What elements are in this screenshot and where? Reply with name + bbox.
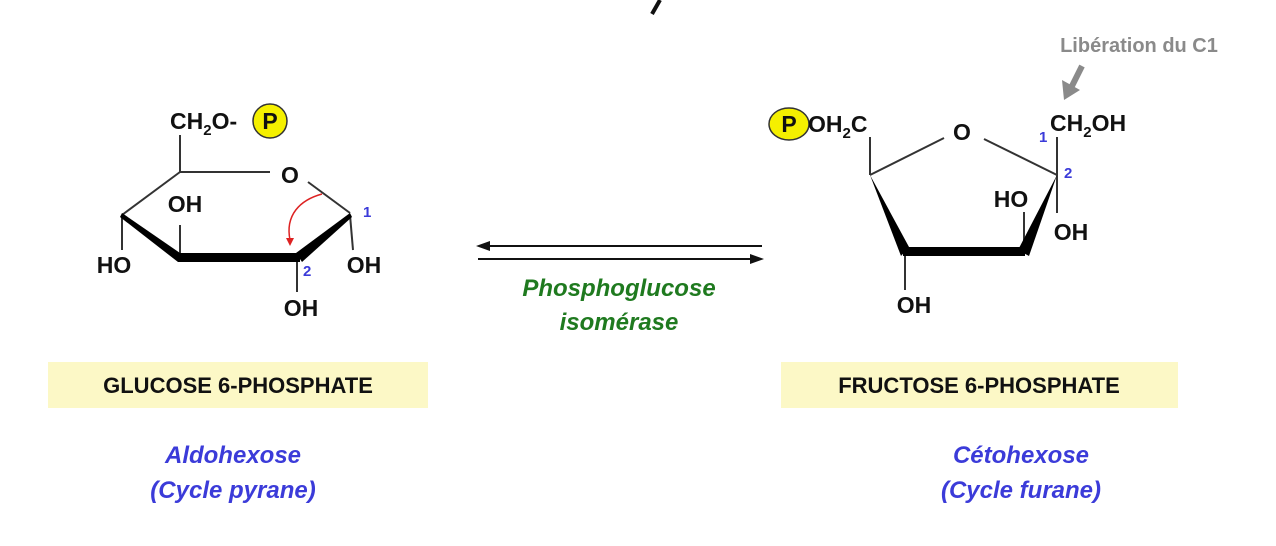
fructose-label-box	[781, 362, 1178, 408]
carbon-2-label: 2	[303, 263, 311, 280]
liberation-note: Libération du C1	[1060, 35, 1218, 57]
phosphate-circle	[252, 103, 288, 139]
red-arrowhead-icon	[286, 238, 294, 246]
grey-arrow-icon	[1062, 80, 1080, 100]
glucose-class: Aldohexose	[164, 442, 301, 469]
ring-oxygen: O	[281, 162, 299, 188]
cropped-glyph	[650, 0, 662, 15]
phosphate-label: P	[781, 111, 796, 137]
oh-c2: OH	[284, 295, 319, 321]
oh-c1: OH	[347, 252, 382, 278]
carbon-1-label: 1	[1039, 129, 1047, 146]
fructose-cycle: (Cycle furane)	[941, 477, 1101, 504]
fructose-name: FRUCTOSE 6-PHOSPHATE	[838, 373, 1120, 398]
carbon-1-label: 1	[363, 204, 371, 221]
oh-c2: OH	[1054, 219, 1089, 245]
oh2c-label: OH2C	[808, 111, 867, 142]
phosphate-circle	[768, 107, 810, 141]
equilibrium-arrows	[476, 241, 764, 264]
glucose-cycle: (Cycle pyrane)	[150, 477, 315, 504]
enzyme-name-line2: isomérase	[560, 309, 679, 336]
ho-c3: HO	[994, 186, 1029, 212]
fructose-structure: Libération du C1 P OH2C CH2OH O HO OH OH…	[768, 35, 1218, 318]
carbon-2-label: 2	[1064, 165, 1072, 182]
glucose-name: GLUCOSE 6-PHOSPHATE	[103, 373, 373, 398]
ring-oxygen: O	[953, 119, 971, 145]
oh-c3: OH	[168, 191, 203, 217]
ch2oh-label: CH2OH	[1050, 110, 1126, 141]
glucose-structure: CH2O- P O OH HO OH OH 1 2	[97, 103, 382, 321]
enzyme-name-line1: Phosphoglucose	[522, 275, 715, 302]
red-curved-arrow	[288, 193, 323, 241]
oh-c4: OH	[897, 292, 932, 318]
phosphate-label: P	[262, 108, 277, 134]
fructose-class: Cétohexose	[953, 442, 1089, 469]
grey-arrow-shaft	[1069, 64, 1085, 88]
ho-c4: HO	[97, 252, 132, 278]
glucose-label-box	[48, 362, 428, 408]
ch2o-label: CH2O-	[170, 108, 237, 139]
